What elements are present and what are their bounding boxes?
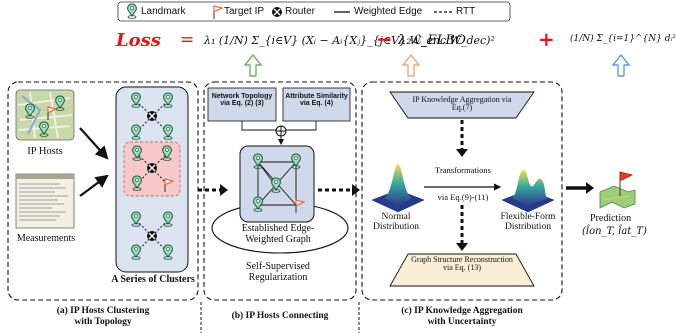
ssr-label-line-1: Self-Supervised bbox=[246, 261, 310, 272]
graph-label-line-1: Established Edge- bbox=[241, 223, 315, 234]
blue-up-arrow bbox=[611, 54, 631, 77]
transformations-label: Transformations bbox=[435, 165, 491, 175]
graph-label: Established Edge- Weighted Graph bbox=[222, 223, 334, 245]
legend-weighted-edge: Weighted Edge bbox=[354, 6, 423, 17]
panel-a-caption: (a) IP Hosts Clustering with Topology bbox=[8, 306, 198, 328]
panel-c-caption-line-1: (c) IP Knowledge Aggregation bbox=[401, 306, 523, 316]
ip-knowledge-label: IP Knowledge Aggregation via Eq.(7) bbox=[412, 95, 512, 113]
pipeline-diagram bbox=[7, 1, 636, 333]
panel-b-frame bbox=[203, 81, 357, 301]
flexible-distribution-icon bbox=[501, 169, 555, 213]
measurements-label: Measurements bbox=[16, 233, 76, 244]
normal-distribution-icon bbox=[371, 164, 425, 213]
green-up-arrow bbox=[243, 54, 263, 77]
series-clusters-label: A Series of Clusters bbox=[111, 274, 195, 285]
panel-c-caption: (c) IP Knowledge Aggregation with Uncert… bbox=[362, 306, 562, 328]
graph-label-line-2: Weighted Graph bbox=[245, 233, 311, 245]
loss-term-2: λ₂ℒ_ELBO bbox=[398, 33, 466, 48]
loss-equals: = bbox=[180, 30, 195, 50]
normal-label-line-2: Distribution bbox=[373, 221, 419, 232]
attribute-similarity-box bbox=[282, 87, 351, 122]
log-icon bbox=[15, 173, 75, 229]
ssr-label: Self-Supervised Regularization bbox=[222, 261, 334, 283]
ip-knowledge-box bbox=[389, 91, 535, 119]
panel-a-caption-line-1: (a) IP Hosts Clustering bbox=[56, 306, 150, 316]
panel-b-caption: (b) IP Hosts Connecting bbox=[231, 311, 329, 321]
flexible-distribution-label: Flexible-Form Distribution bbox=[494, 212, 562, 233]
graph-structure-label: Graph Structure Reconstruction via Eq. (… bbox=[411, 255, 513, 273]
legend-landmark: Landmark bbox=[141, 6, 186, 17]
orange-up-arrow bbox=[401, 54, 421, 77]
prediction-map-icon bbox=[599, 171, 636, 209]
loss-plus: + bbox=[538, 27, 555, 51]
prediction-coords: (l̂on_T, l̂at_T) bbox=[582, 226, 647, 237]
network-topology-label: Network Topology via Eq. (2) (3) bbox=[211, 93, 273, 108]
via-eq-label: via Eq.(9)-(11) bbox=[437, 192, 489, 202]
normal-distribution-label: Normal Distribution bbox=[364, 212, 428, 233]
loss-term-3: (1/N) Σ_{i=1}^{N} dᵢ² bbox=[570, 34, 676, 44]
loss-term-1: λ₁ (1/N) Σ_{i∈V} (Xᵢ − Aᵢ{Xⱼ}_{j∈V} W_en… bbox=[204, 34, 495, 47]
normal-label-line-1: Normal bbox=[381, 212, 411, 222]
ip-hosts-label: IP Hosts bbox=[27, 146, 63, 157]
flexible-label-line-1: Flexible-Form bbox=[500, 212, 556, 222]
panel-a-caption-line-2: with Topology bbox=[74, 316, 132, 327]
panel-c-frame bbox=[361, 81, 563, 301]
attribute-similarity-label: Attribute Similarity via Eq. (4) bbox=[285, 93, 348, 108]
cluster-2 bbox=[132, 145, 174, 193]
legend-target-ip: Target IP bbox=[224, 6, 265, 17]
ssr-label-line-2: Regularization bbox=[248, 271, 308, 283]
loss-label: Loss bbox=[116, 30, 161, 51]
legend-rtt: RTT bbox=[456, 6, 476, 17]
network-topology-box bbox=[207, 87, 277, 122]
loss-minus: − bbox=[376, 27, 393, 51]
graph-reconstruction-box bbox=[389, 253, 535, 287]
legend-router: Router bbox=[285, 6, 316, 17]
panel-c-caption-line-2: with Uncertainty bbox=[427, 316, 497, 327]
flexible-label-line-2: Distribution bbox=[505, 221, 551, 232]
prediction-label: Prediction bbox=[590, 213, 632, 224]
